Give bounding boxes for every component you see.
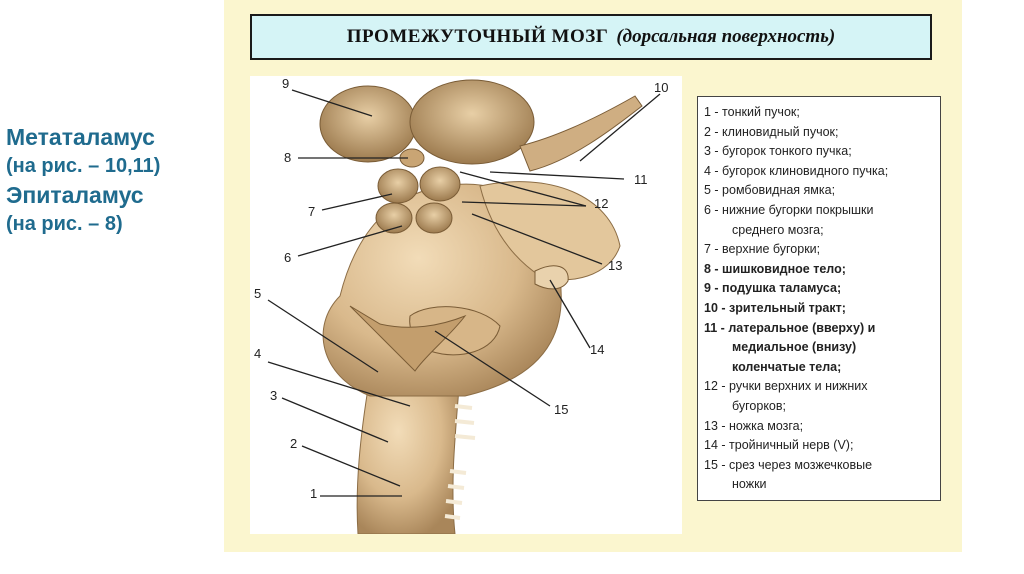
epithalamus-title: Эпиталамус: [6, 180, 221, 210]
legend-box: 1 - тонкий пучок; 2 - клиновидный пучок;…: [697, 96, 941, 501]
label-15: 15: [554, 402, 568, 417]
label-7: 7: [308, 204, 315, 219]
legend-item-12-cont: бугорков;: [704, 397, 934, 417]
title-sub: (дорсальная поверхность): [616, 26, 835, 48]
label-8: 8: [284, 150, 291, 165]
legend-item-13: 13 - ножка мозга;: [704, 417, 934, 437]
legend-item-8: 8 - шишковидное тело;: [704, 260, 934, 280]
brainstem-drawing: [250, 76, 682, 534]
legend-item-6-cont: среднего мозга;: [704, 221, 934, 241]
label-5: 5: [254, 286, 261, 301]
legend-item-2: 2 - клиновидный пучок;: [704, 123, 934, 143]
legend-item-15: 15 - срез через мозжечковые: [704, 456, 934, 476]
legend-item-6: 6 - нижние бугорки покрышки: [704, 201, 934, 221]
legend-item-14: 14 - тройничный нерв (V);: [704, 436, 934, 456]
label-9: 9: [282, 76, 289, 91]
legend-item-10: 10 - зрительный тракт;: [704, 299, 934, 319]
legend-item-12: 12 - ручки верхних и нижних: [704, 377, 934, 397]
metathalamus-title: Метаталамус: [6, 122, 221, 152]
label-1: 1: [310, 486, 317, 501]
label-12: 12: [594, 196, 608, 211]
metathalamus-ref: (на рис. – 10,11): [6, 152, 221, 180]
legend-item-3: 3 - бугорок тонкого пучка;: [704, 142, 934, 162]
legend-item-1: 1 - тонкий пучок;: [704, 103, 934, 123]
label-14: 14: [590, 342, 604, 357]
label-6: 6: [284, 250, 291, 265]
legend-item-9: 9 - подушка таламуса;: [704, 279, 934, 299]
epithalamus-ref: (на рис. – 8): [6, 210, 221, 238]
label-3: 3: [270, 388, 277, 403]
legend-item-11: 11 - латеральное (вверху) и: [704, 319, 934, 339]
label-13: 13: [608, 258, 622, 273]
brainstem-illustration: 9 10 8 11 7 12 6 13 5 14 4 15 3 2 1: [250, 76, 682, 534]
legend-item-15-cont: ножки: [704, 475, 934, 495]
legend-item-7: 7 - верхние бугорки;: [704, 240, 934, 260]
label-11: 11: [634, 172, 648, 187]
side-caption: Метаталамус (на рис. – 10,11) Эпиталамус…: [6, 122, 221, 238]
label-2: 2: [290, 436, 297, 451]
legend-item-5: 5 - ромбовидная ямка;: [704, 181, 934, 201]
label-10: 10: [654, 80, 668, 95]
label-4: 4: [254, 346, 261, 361]
slide-title: ПРОМЕЖУТОЧНЫЙ МОЗГ (дорсальная поверхнос…: [250, 14, 932, 60]
legend-item-4: 4 - бугорок клиновидного пучка;: [704, 162, 934, 182]
legend-item-11-cont-2: коленчатые тела;: [704, 358, 934, 378]
title-main: ПРОМЕЖУТОЧНЫЙ МОЗГ: [347, 26, 609, 48]
legend-item-11-cont-1: медиальное (внизу): [704, 338, 934, 358]
